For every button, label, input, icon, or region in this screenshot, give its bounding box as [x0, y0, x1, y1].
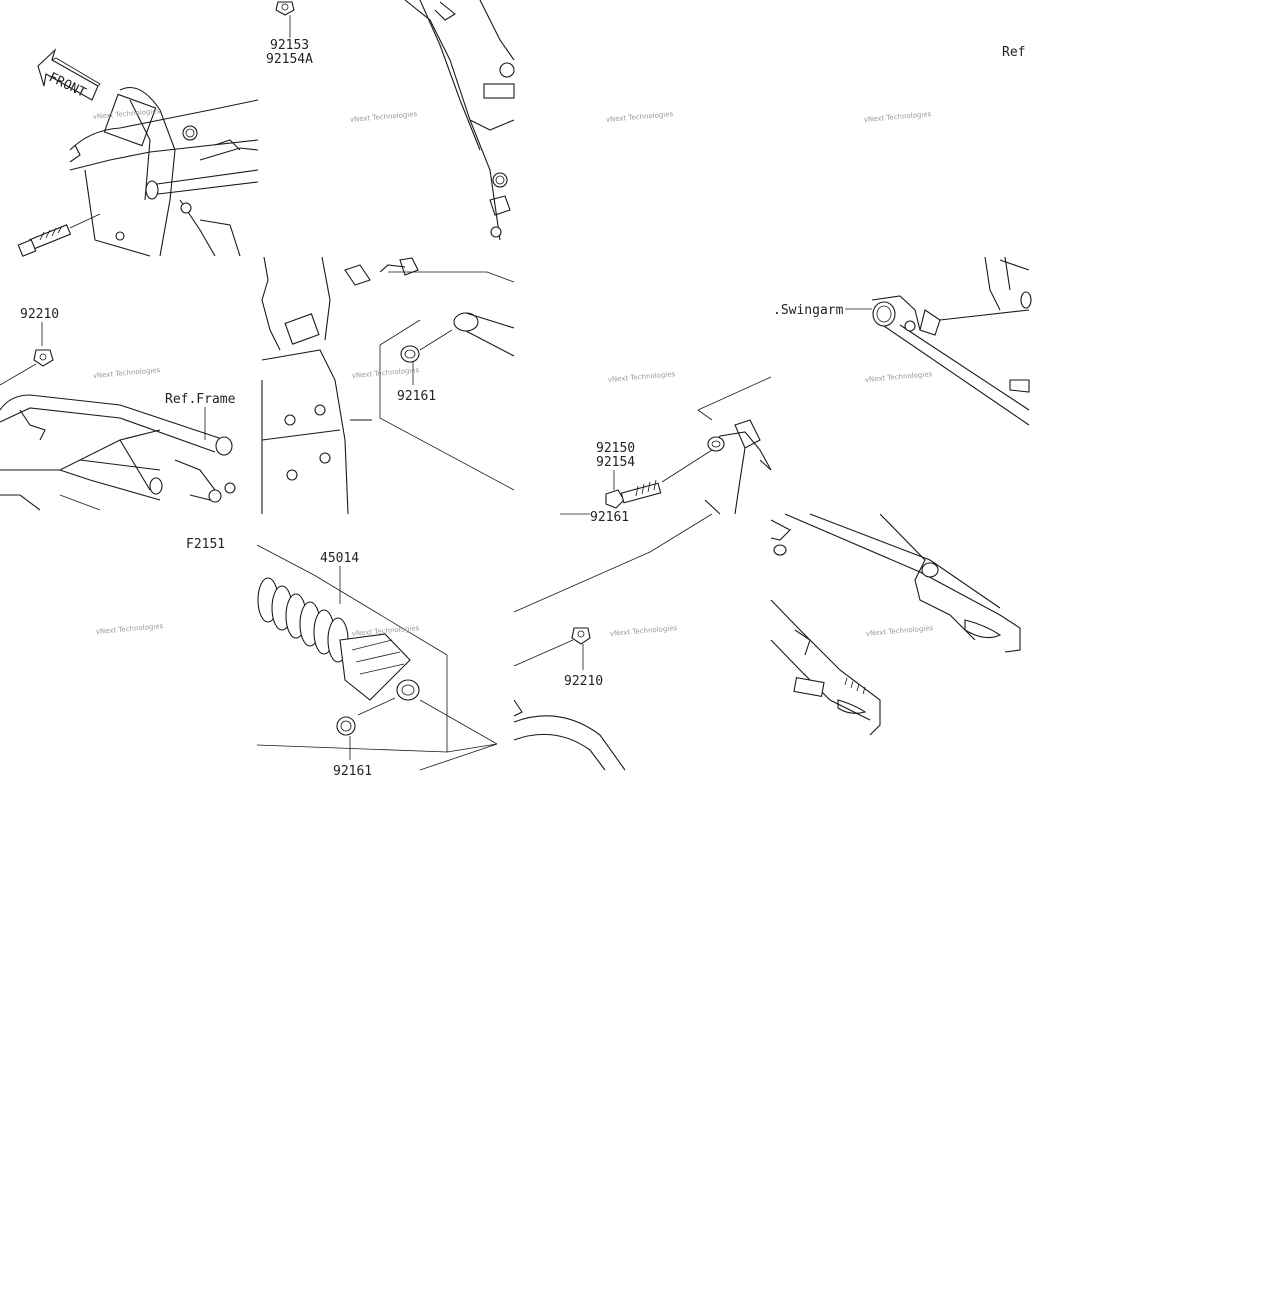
- watermark: vNext Technologies: [609, 624, 677, 638]
- figure-code: F2151: [186, 537, 225, 552]
- watermark: vNext Technologies: [95, 622, 163, 636]
- bushing-icon: [336, 716, 356, 736]
- tile-swingarm-arms: vNext Technologies: [770, 513, 1021, 736]
- watermark: vNext Technologies: [92, 366, 160, 380]
- watermark: vNext Technologies: [349, 110, 417, 124]
- watermark: vNext Technologies: [864, 370, 932, 384]
- part-number-92154: 92154: [596, 455, 635, 470]
- swingarm-reference-label: .Swingarm: [773, 303, 844, 318]
- watermark: vNext Technologies: [92, 107, 160, 121]
- nut-icon: [571, 627, 591, 645]
- bushing-icon: [872, 301, 896, 327]
- part-number-92210-b: 92210: [564, 674, 603, 689]
- tile-top-blank: vNext Technologies Ref vNext Technologie…: [605, 45, 1025, 124]
- tile-top-bracket: 92153 92154A vNext Technologies: [266, 0, 515, 241]
- reference-label: Ref: [1002, 45, 1025, 60]
- shock-absorber-icon: [257, 577, 420, 701]
- part-number-92161-c: 92161: [333, 764, 372, 779]
- tile-swingarm-bolt: 92150 92154 92161 vNext Technologies: [560, 370, 772, 525]
- part-number-92150: 92150: [596, 441, 635, 456]
- nut-icon: [33, 349, 54, 367]
- tile-lower-nut: 92210 vNext Technologies: [513, 513, 713, 771]
- bolt-icon: [605, 479, 662, 509]
- front-arrow-icon: FRONT: [37, 48, 101, 101]
- reference-frame-label: Ref.Frame: [165, 392, 236, 407]
- watermark: vNext Technologies: [863, 110, 931, 124]
- tile-rear-shock: 45014 92161 vNext Technologies: [256, 544, 498, 779]
- tile-swingarm-pivot: .Swingarm vNext Technologies: [773, 256, 1032, 426]
- nut-icon: [275, 1, 295, 16]
- watermark: vNext Technologies: [865, 624, 933, 638]
- part-number-92161-b: 92161: [590, 510, 629, 525]
- tile-rear-frame: 92210 Ref.Frame vNext Technologies: [0, 307, 236, 511]
- part-number-92153: 92153: [270, 38, 309, 53]
- part-number-92161-a: 92161: [397, 389, 436, 404]
- part-number-45014: 45014: [320, 551, 359, 566]
- watermark: vNext Technologies: [351, 366, 419, 380]
- tile-frame-side: 92161 vNext Technologies: [261, 256, 515, 515]
- part-number-92154A: 92154A: [266, 52, 313, 67]
- watermark: vNext Technologies: [607, 370, 675, 384]
- watermark: vNext Technologies: [605, 110, 673, 124]
- tile-label-only: F2151 vNext Technologies: [95, 537, 225, 636]
- bushing-icon: [400, 312, 515, 363]
- part-number-92210-a: 92210: [20, 307, 59, 322]
- tile-front-frame: FRONT vNext Technologies: [17, 48, 259, 257]
- bolt-icon: [17, 213, 101, 257]
